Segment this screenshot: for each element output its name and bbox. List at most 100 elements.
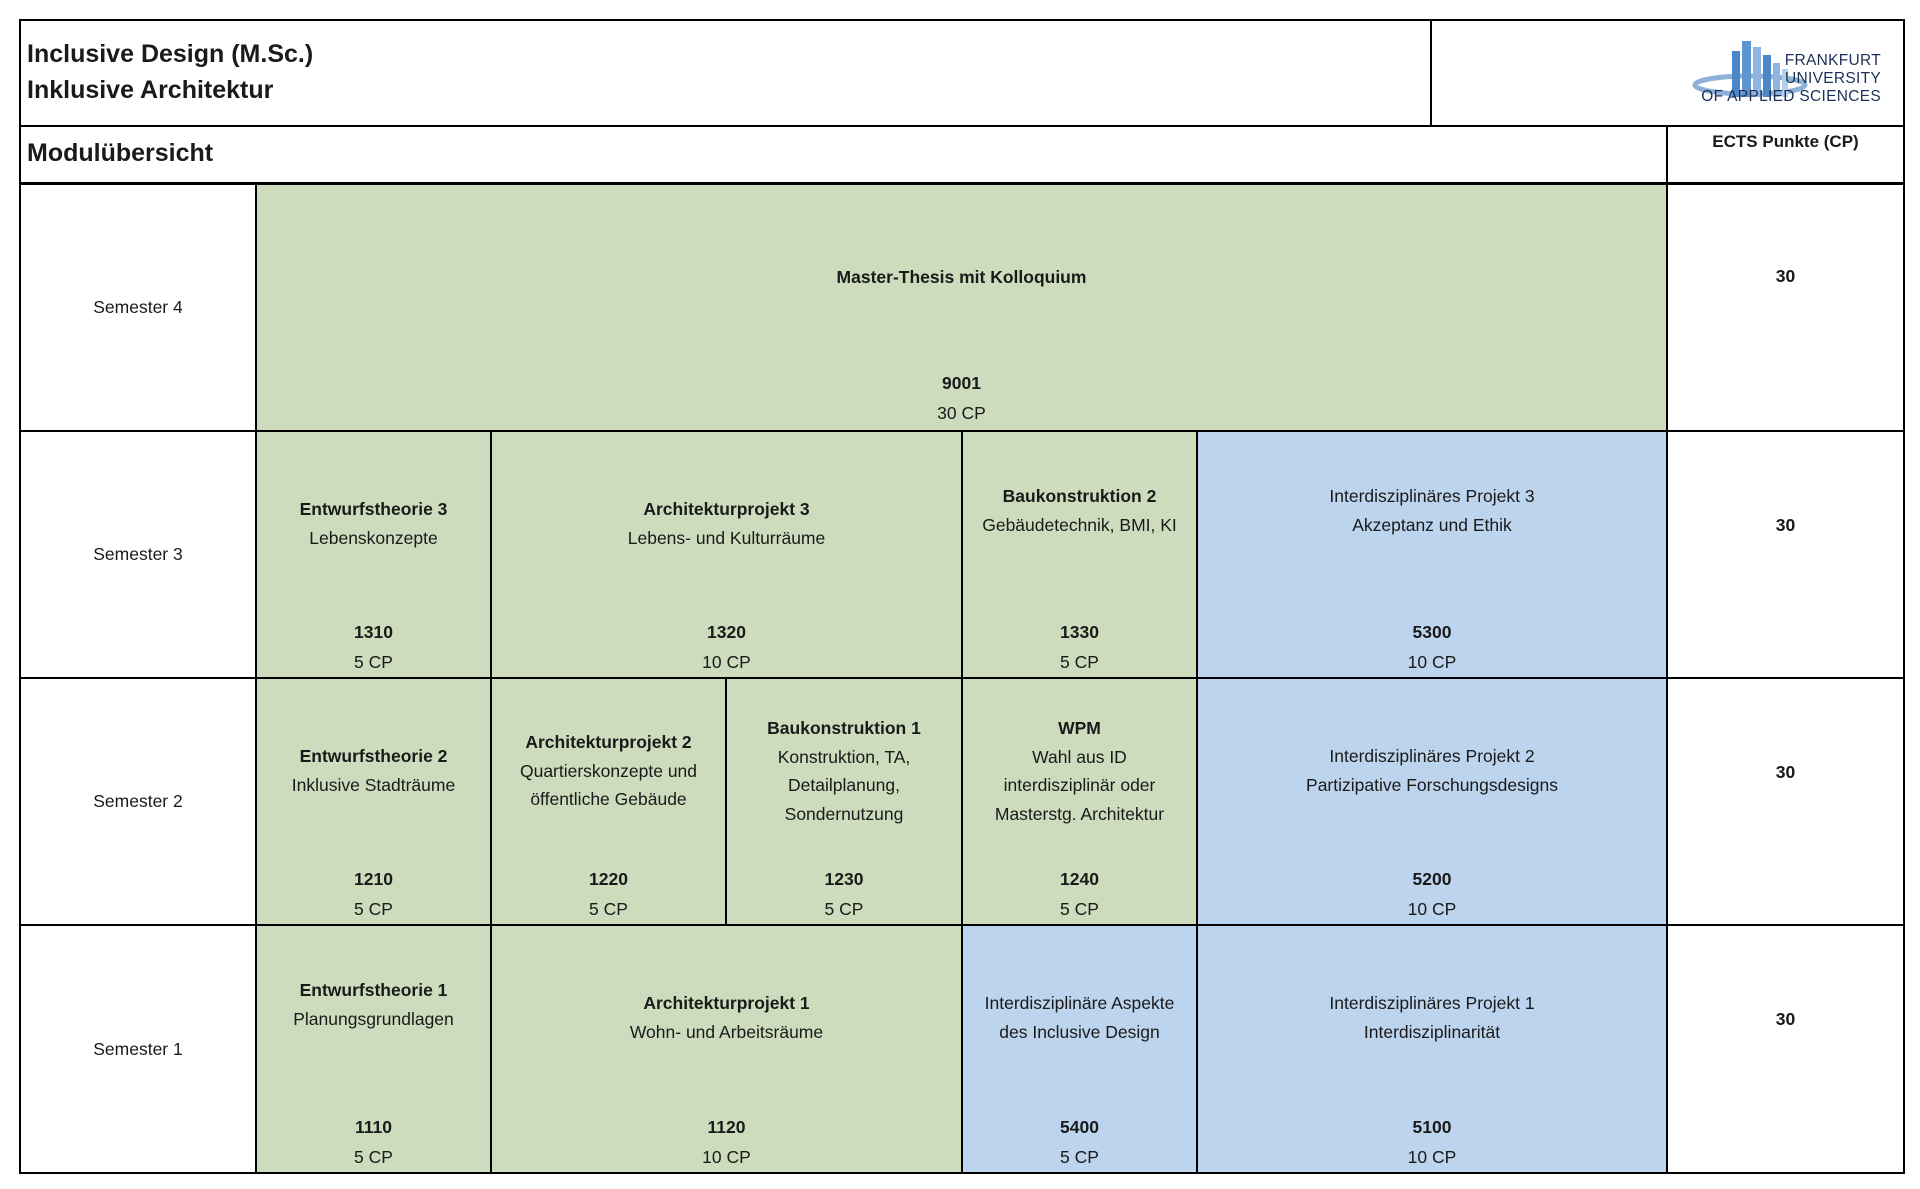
- ects-value: 30: [1775, 762, 1796, 782]
- module-text: Architekturprojekt 2 Quartierskonzepte u…: [492, 728, 725, 814]
- ects-cell: 30: [1666, 183, 1905, 432]
- module-cell: Entwurfstheorie 2 Inklusive Stadträume 1…: [255, 677, 492, 926]
- module-footer: 5100 10 CP: [1198, 1112, 1666, 1172]
- module-footer: 1110 5 CP: [257, 1112, 490, 1172]
- module-title: Master-Thesis mit Kolloquium: [257, 263, 1666, 292]
- program-title: Inclusive Design (M.Sc.): [27, 40, 314, 68]
- module-cell: Interdisziplinäres Projekt 3 Akzeptanz u…: [1196, 430, 1668, 679]
- module-subtitle: Wahl aus ID interdisziplinär oder Master…: [994, 746, 1165, 824]
- module-footer: 1310 5 CP: [257, 617, 490, 677]
- module-subtitle: Interdisziplinäres Projekt 3 Akzeptanz u…: [1329, 486, 1535, 535]
- module-text: Entwurfstheorie 1 Planungsgrundlagen: [257, 976, 490, 1033]
- logo-box: FRANKFURT UNIVERSITY OF APPLIED SCIENCES: [1430, 19, 1905, 127]
- module-footer: 9001 30 CP: [257, 368, 1666, 428]
- module-footer: 5200 10 CP: [1198, 864, 1666, 924]
- module-cp: 5 CP: [589, 899, 628, 919]
- module-subtitle: Lebens- und Kulturräume: [627, 527, 826, 548]
- semester-label: Semester 4: [93, 297, 183, 317]
- module-code: 5100: [1412, 1117, 1452, 1137]
- module-cell: Architekturprojekt 1 Wohn- und Arbeitsrä…: [490, 924, 963, 1174]
- module-subtitle: Interdisziplinäres Projekt 2 Partizipati…: [1306, 746, 1558, 795]
- module-footer: 1330 5 CP: [963, 617, 1196, 677]
- module-code: 9001: [942, 373, 981, 393]
- module-cell: Entwurfstheorie 1 Planungsgrundlagen 111…: [255, 924, 492, 1174]
- module-subtitle: Konstruktion, TA, Detailplanung, Sondern…: [777, 746, 911, 824]
- module-cp: 10 CP: [1407, 899, 1457, 919]
- module-title-text: Master-Thesis mit Kolloquium: [836, 267, 1087, 287]
- module-cell: Interdisziplinäre Aspekte des Inclusive …: [961, 924, 1198, 1174]
- module-subtitle: Lebenskonzepte: [309, 527, 438, 548]
- module-cp: 10 CP: [1407, 1147, 1457, 1167]
- module-code: 1240: [1060, 869, 1099, 889]
- ects-value: 30: [1775, 266, 1796, 286]
- semester-label-cell: Semester 1: [19, 924, 257, 1174]
- ects-value: 30: [1775, 1009, 1796, 1029]
- module-text: Entwurfstheorie 3 Lebenskonzepte: [257, 495, 490, 552]
- logo-line-2: UNIVERSITY: [1784, 70, 1881, 87]
- overview-header: Modulübersicht: [19, 127, 1667, 184]
- module-code: 1110: [355, 1117, 392, 1137]
- ects-column-header: ECTS Punkte (CP): [1666, 127, 1905, 184]
- module-cp: 10 CP: [702, 652, 751, 672]
- module-title: Entwurfstheorie 3: [299, 499, 448, 519]
- logo-line-3: OF APPLIED SCIENCES: [1701, 88, 1881, 105]
- module-title: Architekturprojekt 2: [525, 732, 692, 752]
- module-cell: Architekturprojekt 3 Lebens- und Kulturr…: [490, 430, 963, 679]
- module-title: WPM: [1058, 718, 1101, 738]
- module-subtitle: Quartierskonzepte und öffentliche Gebäud…: [519, 760, 698, 810]
- module-code: 5300: [1412, 622, 1452, 642]
- module-cp: 5 CP: [354, 652, 393, 672]
- module-title: Entwurfstheorie 1: [299, 980, 448, 1000]
- module-text: Architekturprojekt 3 Lebens- und Kulturr…: [492, 495, 961, 552]
- module-cp: 10 CP: [1407, 652, 1457, 672]
- module-cell: Entwurfstheorie 3 Lebenskonzepte 1310 5 …: [255, 430, 492, 679]
- program-subtitle: Inklusive Architektur: [27, 76, 274, 104]
- module-title: Baukonstruktion 1: [767, 718, 921, 738]
- ects-value: 30: [1775, 515, 1796, 535]
- module-footer: 1210 5 CP: [257, 864, 490, 924]
- module-text: Entwurfstheorie 2 Inklusive Stadträume: [257, 742, 490, 799]
- module-footer: 1230 5 CP: [727, 864, 961, 924]
- module-subtitle: Interdisziplinäres Projekt 1 Interdiszip…: [1329, 993, 1535, 1042]
- module-cell: Baukonstruktion 1 Konstruktion, TA, Deta…: [725, 677, 963, 926]
- semester-label: Semester 3: [93, 544, 183, 564]
- module-cp: 10 CP: [702, 1147, 751, 1167]
- ects-cell: 30: [1666, 924, 1905, 1174]
- module-cp: 5 CP: [1060, 1147, 1099, 1167]
- module-code: 5400: [1060, 1117, 1099, 1137]
- overview-title: Modulübersicht: [27, 139, 214, 167]
- module-cp: 5 CP: [354, 899, 393, 919]
- semester-label: Semester 2: [93, 791, 183, 811]
- module-cell: Architekturprojekt 2 Quartierskonzepte u…: [490, 677, 727, 926]
- module-cp: 30 CP: [937, 403, 986, 423]
- logo-line-1: FRANKFURT: [1784, 52, 1881, 69]
- module-subtitle: Planungsgrundlagen: [293, 1008, 454, 1029]
- university-logo-icon: [1692, 41, 1808, 97]
- module-code: 1330: [1060, 622, 1099, 642]
- module-cell: Interdisziplinäres Projekt 1 Interdiszip…: [1196, 924, 1668, 1174]
- module-code: 1120: [707, 1117, 746, 1137]
- module-title: Architekturprojekt 1: [643, 993, 810, 1013]
- module-code: 5200: [1412, 869, 1452, 889]
- module-cp: 5 CP: [354, 1147, 393, 1167]
- ects-cell: 30: [1666, 430, 1905, 679]
- module-title: Baukonstruktion 2: [1002, 486, 1157, 506]
- module-title: Architekturprojekt 3: [643, 499, 810, 519]
- module-footer: 1320 10 CP: [492, 617, 961, 677]
- module-title: Entwurfstheorie 2: [299, 746, 448, 766]
- program-title-box: Inclusive Design (M.Sc.) Inklusive Archi…: [19, 19, 1431, 127]
- module-footer: 1120 10 CP: [492, 1112, 961, 1172]
- semester-label-cell: Semester 3: [19, 430, 257, 679]
- module-footer: 1220 5 CP: [492, 864, 725, 924]
- semester-label-cell: Semester 2: [19, 677, 257, 926]
- module-text: Architekturprojekt 1 Wohn- und Arbeitsrä…: [492, 989, 961, 1046]
- module-cp: 5 CP: [824, 899, 864, 919]
- semester-label-cell: Semester 4: [19, 183, 257, 432]
- module-code: 1230: [824, 869, 864, 889]
- module-text: WPM Wahl aus ID interdisziplinär oder Ma…: [963, 714, 1196, 828]
- module-cp: 5 CP: [1060, 652, 1099, 672]
- module-footer: 1240 5 CP: [963, 864, 1196, 924]
- module-cell: Master-Thesis mit Kolloquium 9001 30 CP: [255, 183, 1668, 432]
- module-cell: Interdisziplinäres Projekt 2 Partizipati…: [1196, 677, 1668, 926]
- module-code: 1210: [354, 869, 393, 889]
